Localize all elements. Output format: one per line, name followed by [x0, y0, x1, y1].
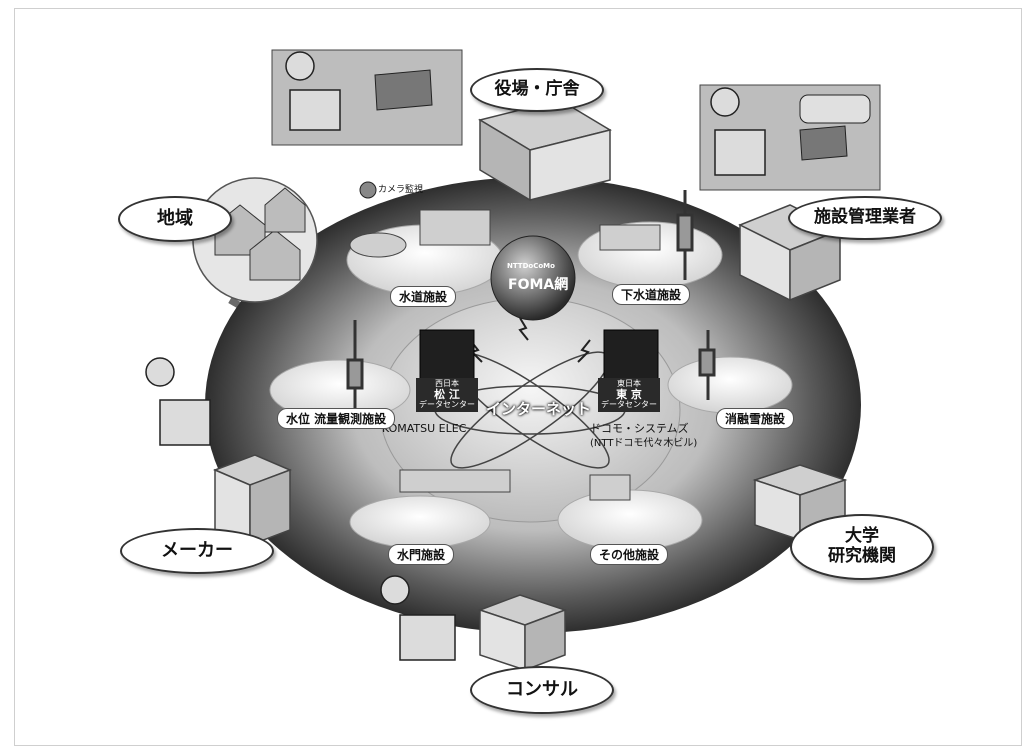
- foma-brand-label: NTTDoCoMo: [507, 262, 555, 270]
- datacenter-left-label: 西日本 松 江 データセンター: [416, 378, 478, 412]
- facility-other-label: その他施設: [590, 544, 669, 565]
- datacenter-right-type: データセンター: [601, 399, 657, 409]
- facility-water-level-label: 水位 流量観測施設: [277, 408, 396, 429]
- facility-water-supply-label: 水道施設: [390, 286, 457, 307]
- stakeholder-university: 大学 研究機関: [790, 514, 934, 580]
- datacenter-right-region: 東日本: [617, 379, 641, 388]
- datacenter-left-type: データセンター: [419, 399, 475, 409]
- datacenter-right-city: 東 京: [616, 387, 642, 401]
- datacenter-left-operator: KOMATSU ELEC: [382, 422, 467, 435]
- monitoring-pole-icons: [346, 190, 716, 410]
- water-facility-icons: [349, 209, 661, 501]
- figure-frame: [14, 8, 1022, 746]
- stakeholder-town-office: 役場・庁舎: [470, 68, 604, 112]
- camera-monitoring-label: カメラ監視: [378, 185, 424, 195]
- stakeholder-consultant: コンサル: [470, 666, 614, 714]
- datacenter-right-operator-sub: (NTTドコモ代々木ビル): [590, 438, 698, 449]
- foma-network-label: FOMA網: [508, 277, 569, 293]
- datacenter-left-city: 松 江: [434, 387, 460, 401]
- camera-icon: [359, 181, 377, 199]
- laptop-icon: [374, 69, 848, 161]
- facility-sewer-label: 下水道施設: [612, 284, 691, 305]
- datacenter-left-region: 西日本: [435, 379, 459, 388]
- datacenter-right-operator: ドコモ・システムズ: [590, 422, 689, 435]
- foma-network-globe: [490, 235, 576, 321]
- building-icons: [212, 99, 848, 672]
- datacenter-right-label: 東日本 東 京 データセンター: [598, 378, 660, 412]
- facility-water-gate-label: 水門施設: [388, 544, 455, 565]
- car-icon: [799, 94, 871, 124]
- operator-person-icon: [145, 51, 766, 661]
- facility-snow-melting-label: 消融雪施設: [716, 408, 795, 429]
- internet-label: インターネット: [486, 400, 592, 418]
- stakeholder-facility-manager: 施設管理業者: [788, 196, 942, 240]
- stakeholder-maker: メーカー: [120, 528, 274, 574]
- stakeholder-region: 地域: [118, 196, 232, 242]
